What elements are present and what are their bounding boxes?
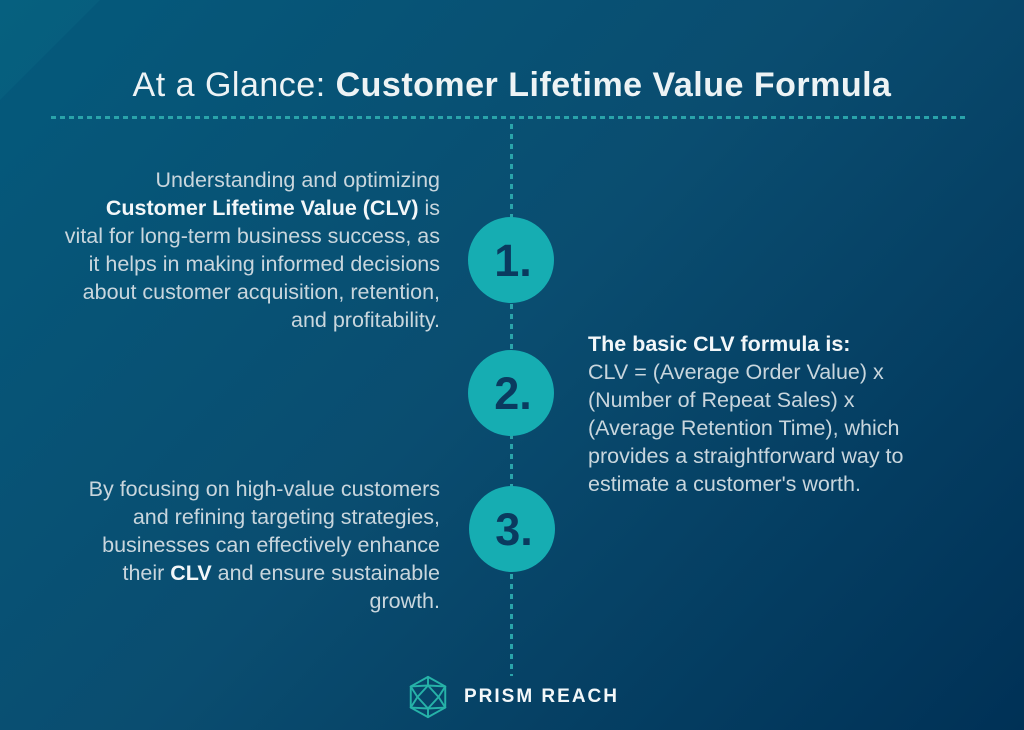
- page-title: At a Glance: Customer Lifetime Value For…: [0, 62, 1024, 108]
- step-2-number: 2.: [494, 367, 532, 419]
- brand-name: PRISM REACH: [463, 686, 619, 707]
- brand-footer: PRISM REACH: [0, 674, 1024, 720]
- step-3-text: By focusing on high-value customers and …: [88, 477, 440, 613]
- step-3-number: 3.: [495, 503, 533, 555]
- step-1-badge: 1.: [468, 217, 554, 303]
- prism-polyhedron-icon: [409, 675, 447, 719]
- title-prefix: At a Glance:: [132, 66, 336, 104]
- step-1-number: 1.: [494, 234, 532, 286]
- horizontal-dotted-divider: [51, 116, 968, 119]
- step-2-text: The basic CLV formula is:CLV = (Average …: [588, 332, 904, 496]
- title-emphasis: Customer Lifetime Value Formula: [335, 66, 892, 104]
- step-1-text: Understanding and optimizing Customer Li…: [64, 168, 440, 332]
- step-2-badge: 2.: [468, 350, 554, 436]
- corner-accent-triangle: [0, 0, 100, 100]
- step-3-badge: 3.: [469, 486, 555, 572]
